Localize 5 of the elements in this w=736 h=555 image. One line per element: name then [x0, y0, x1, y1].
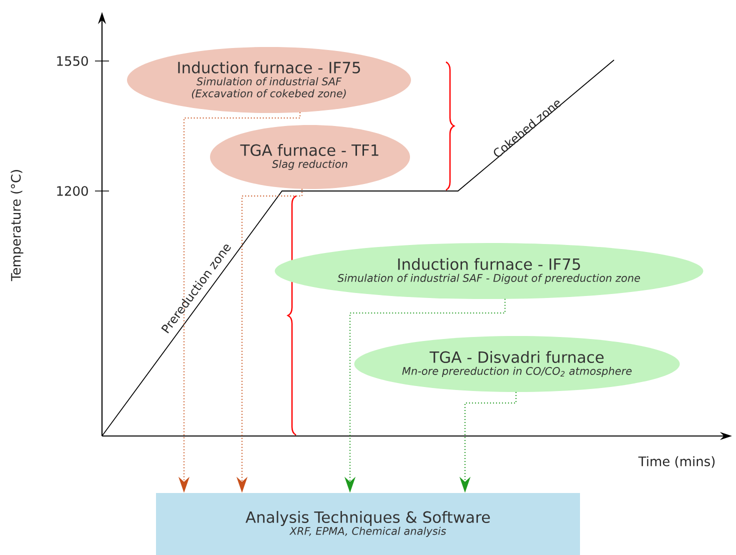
axis-title: Time (mins): [638, 456, 715, 468]
axis-tick-label: 1550: [57, 56, 88, 66]
analysis-box: Analysis Techniques & Software XRF, EPMA, Chemical analysis: [156, 493, 580, 555]
axis-tick-label: 1200: [57, 186, 88, 196]
axis-title: Temperature (°C): [10, 170, 24, 282]
